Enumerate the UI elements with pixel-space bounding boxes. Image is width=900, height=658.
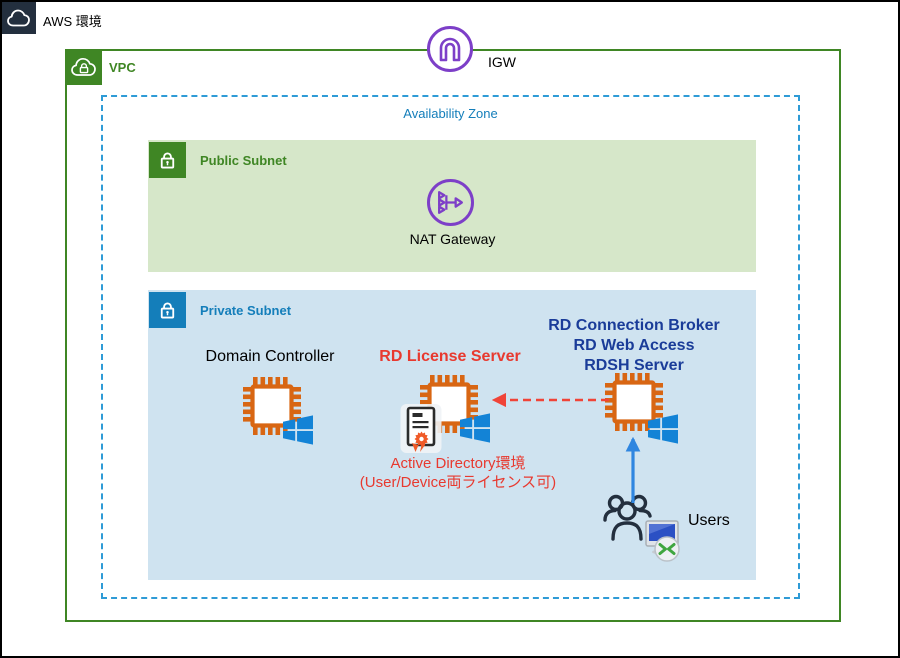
aws-environment-label: AWS 環境 [43, 14, 102, 29]
rd-host-label-line2: RD Web Access [573, 337, 695, 354]
domain-controller-label: Domain Controller [205, 348, 335, 365]
license-certificate-icon [400, 404, 442, 453]
vpc-label: VPC [109, 60, 136, 75]
public-subnet-lock-icon [149, 142, 186, 178]
private-subnet-label: Private Subnet [200, 303, 292, 318]
vpc-icon [65, 49, 102, 85]
users-label: Users [688, 512, 730, 529]
active-directory-note-line1: Active Directory環境 [390, 455, 526, 472]
active-directory-note-line2: (User/Device両ライセンス可) [359, 474, 557, 491]
public-subnet-label: Public Subnet [200, 153, 287, 168]
private-subnet-lock-icon [149, 292, 186, 328]
availability-zone-group [101, 95, 800, 599]
nat-gateway-icon [427, 179, 474, 226]
nat-gateway-label: NAT Gateway [409, 231, 496, 247]
windows-logo-icon [647, 414, 679, 444]
internet-gateway-icon [427, 26, 473, 72]
active-directory-note: Active Directory環境 (User/Device両ライセンス可) [330, 454, 586, 492]
rd-host-label-line1: RD Connection Broker [548, 317, 720, 334]
internet-gateway-label: IGW [488, 54, 516, 70]
aws-cloud-icon [2, 2, 36, 34]
availability-zone-label: Availability Zone [403, 106, 498, 121]
rd-host-label-line3: RDSH Server [584, 357, 684, 374]
people-icon [603, 494, 652, 541]
users-group-icon [603, 494, 680, 562]
rd-license-server-label: RD License Server [379, 348, 521, 365]
windows-logo-icon [282, 415, 314, 445]
rd-host-label: RD Connection Broker RD Web Access RDSH … [518, 316, 750, 376]
windows-logo-icon [459, 413, 491, 443]
remote-desktop-icon [654, 536, 680, 562]
